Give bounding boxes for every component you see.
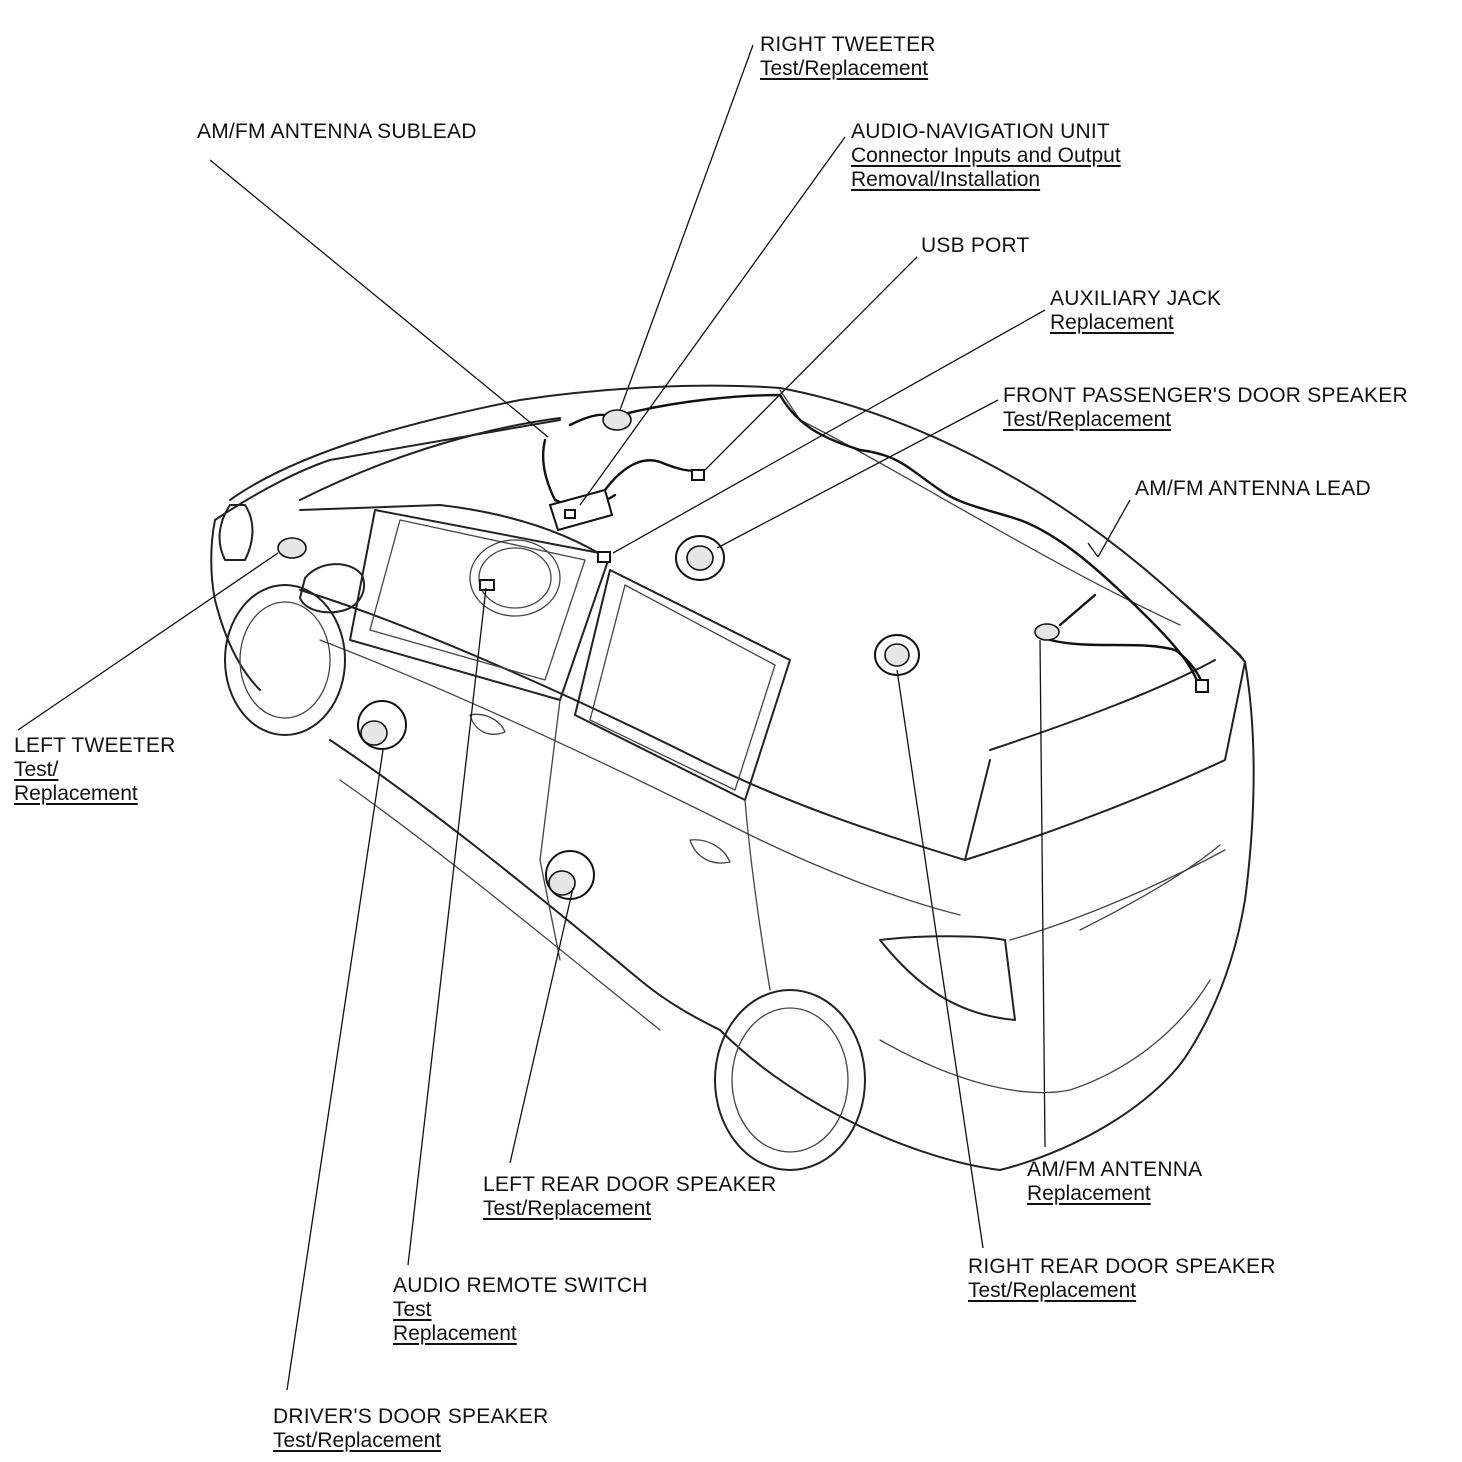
left-rear-door-speaker-link[interactable]: Test/Replacement (483, 1197, 652, 1220)
callout-audio-navigation-unit: AUDIO-NAVIGATION UNIT Connector Inputs a… (851, 120, 1121, 192)
auxiliary-jack-title: AUXILIARY JACK (1050, 287, 1222, 310)
right-rear-door-speaker-component (874, 634, 920, 676)
callout-right-tweeter: RIGHT TWEETER Test/Replacement (760, 33, 936, 81)
usb-port-title: USB PORT (921, 234, 1030, 257)
callout-am-fm-antenna-lead: AM/FM ANTENNA LEAD (1135, 477, 1371, 501)
front-passenger-door-speaker-link[interactable]: Test/Replacement (1003, 408, 1172, 431)
callout-auxiliary-jack: AUXILIARY JACK Replacement (1050, 287, 1221, 335)
am-fm-antenna-title: AM/FM ANTENNA (1027, 1158, 1203, 1181)
auxiliary-jack-component (597, 551, 611, 563)
audio-navigation-unit-component (548, 488, 614, 532)
callout-left-rear-door-speaker: LEFT REAR DOOR SPEAKER Test/Replacement (483, 1173, 776, 1221)
front-passenger-door-speaker-title: FRONT PASSENGER'S DOOR SPEAKER (1003, 384, 1408, 407)
right-tweeter-component (602, 409, 632, 431)
am-fm-antenna-replacement-link[interactable]: Replacement (1027, 1182, 1151, 1205)
left-tweeter-replacement-link[interactable]: Replacement (14, 782, 138, 805)
auxiliary-jack-replacement-link[interactable]: Replacement (1050, 311, 1174, 334)
left-tweeter-test-link[interactable]: Test/ (14, 758, 59, 781)
audio-remote-switch-replacement-link[interactable]: Replacement (393, 1322, 517, 1345)
callout-usb-port: USB PORT (921, 234, 1030, 258)
front-passenger-speaker-component (675, 535, 725, 581)
callout-am-fm-antenna: AM/FM ANTENNA Replacement (1027, 1158, 1202, 1206)
drivers-door-speaker-link[interactable]: Test/Replacement (273, 1429, 442, 1452)
am-fm-antenna-component (1034, 593, 1097, 641)
right-rear-door-speaker-title: RIGHT REAR DOOR SPEAKER (968, 1255, 1276, 1278)
drivers-door-speaker-component (357, 700, 407, 750)
left-tweeter-component (277, 537, 307, 559)
am-fm-antenna-sublead-title: AM/FM ANTENNA SUBLEAD (197, 120, 477, 143)
callout-left-tweeter: LEFT TWEETER Test/ Replacement (14, 734, 175, 806)
am-fm-antenna-lead-title: AM/FM ANTENNA LEAD (1135, 477, 1371, 500)
right-tweeter-title: RIGHT TWEETER (760, 33, 936, 56)
rear-wheel (714, 989, 866, 1171)
callout-front-passenger-door-speaker: FRONT PASSENGER'S DOOR SPEAKER Test/Repl… (1003, 384, 1408, 432)
audio-remote-switch-test-link[interactable]: Test (393, 1298, 432, 1321)
left-rear-door-speaker-title: LEFT REAR DOOR SPEAKER (483, 1173, 777, 1196)
vehicle-outline (210, 384, 1255, 1171)
audio-navigation-unit-title: AUDIO-NAVIGATION UNIT (851, 120, 1110, 143)
left-rear-door-speaker-component (545, 850, 595, 900)
usb-port-component (691, 469, 705, 481)
callout-am-fm-antenna-sublead: AM/FM ANTENNA SUBLEAD (197, 120, 477, 144)
callout-audio-remote-switch: AUDIO REMOTE SWITCH Test Replacement (393, 1274, 648, 1346)
callout-drivers-door-speaker: DRIVER'S DOOR SPEAKER Test/Replacement (273, 1405, 548, 1453)
left-tweeter-title: LEFT TWEETER (14, 734, 176, 757)
audio-remote-switch-title: AUDIO REMOTE SWITCH (393, 1274, 648, 1297)
right-rear-door-speaker-link[interactable]: Test/Replacement (968, 1279, 1137, 1302)
front-wheel (224, 584, 346, 736)
callout-right-rear-door-speaker: RIGHT REAR DOOR SPEAKER Test/Replacement (968, 1255, 1276, 1303)
leader-lines (17, 44, 1131, 1391)
right-tweeter-test-replacement-link[interactable]: Test/Replacement (760, 57, 929, 80)
drivers-door-speaker-title: DRIVER'S DOOR SPEAKER (273, 1405, 549, 1428)
audio-navigation-removal-link[interactable]: Removal/Installation (851, 168, 1041, 191)
audio-remote-switch-component (479, 579, 495, 591)
audio-navigation-connector-link[interactable]: Connector Inputs and Output (851, 144, 1121, 167)
antenna-lead-connector (1195, 679, 1209, 693)
